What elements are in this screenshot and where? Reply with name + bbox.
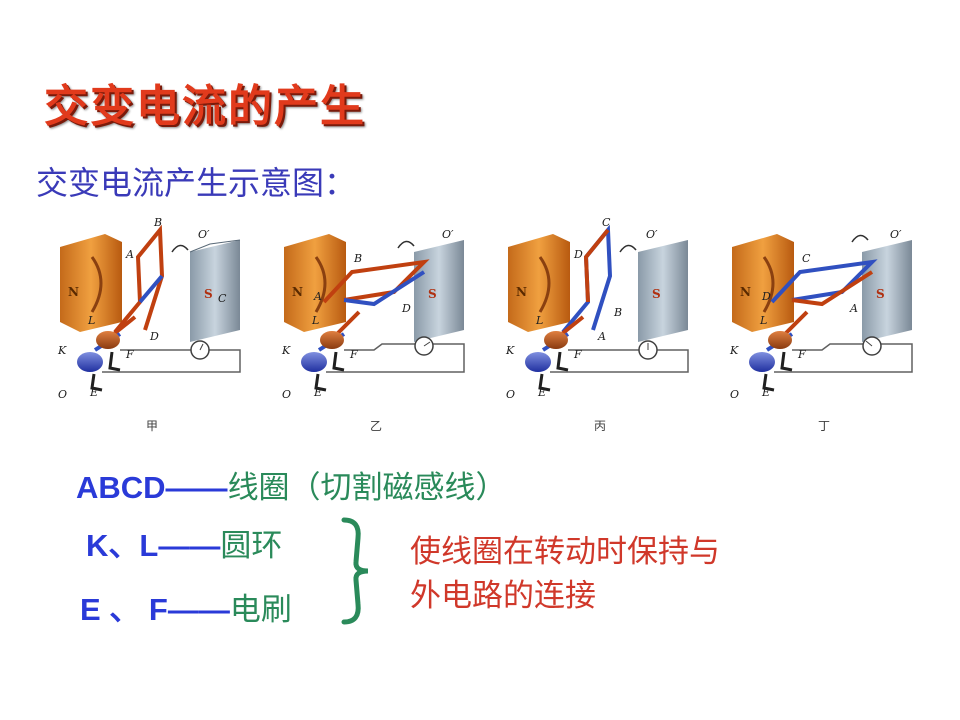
svg-text:E: E	[761, 386, 770, 399]
svg-text:F: F	[125, 348, 134, 361]
generator-panel-1: N S B A D C O′	[50, 212, 260, 442]
generator-panel-4: N S C D A O′ O K L E F 丁	[722, 212, 932, 442]
svg-text:K: K	[729, 344, 739, 357]
svg-text:B: B	[353, 252, 362, 265]
panel-caption: 甲	[146, 419, 158, 433]
legend-term: E 、 F——	[80, 592, 230, 627]
svg-text:F: F	[349, 348, 358, 361]
south-magnet	[190, 240, 240, 342]
svg-text:D: D	[761, 290, 771, 303]
south-magnet	[414, 240, 464, 342]
svg-text:N: N	[516, 285, 527, 299]
slip-ring-l	[96, 331, 120, 349]
svg-text:L: L	[759, 314, 767, 327]
legend-term: K、L——	[86, 528, 221, 563]
svg-text:D: D	[401, 302, 411, 315]
svg-text:D: D	[573, 248, 583, 261]
legend-desc: 线圈（切割磁感线）	[227, 470, 507, 506]
svg-text:C: C	[802, 252, 811, 265]
svg-text:A: A	[313, 290, 322, 303]
svg-text:S: S	[876, 287, 885, 301]
legend-row-brushes: E 、 F——电刷	[80, 594, 292, 626]
svg-text:O: O	[282, 388, 291, 401]
svg-text:C: C	[602, 216, 611, 229]
slip-ring-k	[77, 352, 103, 372]
svg-text:D: D	[149, 330, 159, 343]
svg-text:A: A	[597, 330, 606, 343]
legend-desc: 电刷	[229, 592, 292, 628]
north-magnet	[508, 234, 570, 332]
south-magnet	[862, 240, 912, 342]
north-magnet	[60, 234, 122, 332]
south-magnet	[638, 240, 688, 342]
svg-text:E: E	[313, 386, 322, 399]
svg-text:S: S	[652, 287, 661, 301]
slide-title: 交变电流的产生	[44, 81, 366, 132]
svg-text:K: K	[57, 344, 67, 357]
svg-text:B: B	[153, 216, 162, 229]
legend-row-rings: K、L——圆环	[86, 530, 282, 562]
svg-text:O: O	[58, 388, 67, 401]
svg-text:E: E	[89, 386, 98, 399]
svg-text:E: E	[537, 386, 546, 399]
panel-caption: 乙	[370, 419, 382, 433]
svg-text:N: N	[740, 285, 751, 299]
legend-term: ABCD——	[76, 470, 228, 505]
svg-text:K: K	[505, 344, 515, 357]
svg-text:L: L	[87, 314, 95, 327]
svg-text:K: K	[281, 344, 291, 357]
curly-brace-icon	[341, 517, 369, 625]
svg-text:N: N	[292, 285, 303, 299]
svg-text:O′: O′	[646, 228, 658, 241]
generator-panel-2: N S B A D O′ O K L E F 乙	[274, 212, 484, 442]
generator-diagrams: N S B A D C O′	[50, 212, 920, 442]
svg-text:A: A	[849, 302, 858, 315]
svg-text:A: A	[125, 248, 134, 261]
svg-text:O′: O′	[890, 228, 902, 241]
brush-ring-note: 使线圈在转动时保持与外电路的连接	[410, 534, 720, 614]
svg-text:O′: O′	[198, 228, 210, 241]
svg-text:F: F	[573, 348, 582, 361]
south-label: S	[204, 287, 213, 301]
svg-text:L: L	[535, 314, 543, 327]
svg-text:S: S	[428, 287, 437, 301]
svg-text:L: L	[311, 314, 319, 327]
svg-text:O: O	[730, 388, 739, 401]
north-label: N	[68, 285, 79, 299]
panel-caption: 丁	[818, 419, 830, 433]
svg-text:O: O	[506, 388, 515, 401]
generator-panel-3: N S C D B A O′ O K L E F 丙	[498, 212, 708, 442]
svg-text:B: B	[613, 306, 622, 319]
legend-desc: 圆环	[220, 528, 283, 564]
legend-row-coil: ABCD——线圈（切割磁感线）	[76, 472, 507, 504]
panel-caption: 丙	[594, 419, 606, 433]
diagram-subtitle: 交变电流产生示意图：	[36, 164, 357, 202]
svg-text:C: C	[218, 292, 227, 305]
svg-text:F: F	[797, 348, 806, 361]
north-magnet	[732, 234, 794, 332]
svg-text:O′: O′	[442, 228, 454, 241]
north-magnet	[284, 234, 346, 332]
